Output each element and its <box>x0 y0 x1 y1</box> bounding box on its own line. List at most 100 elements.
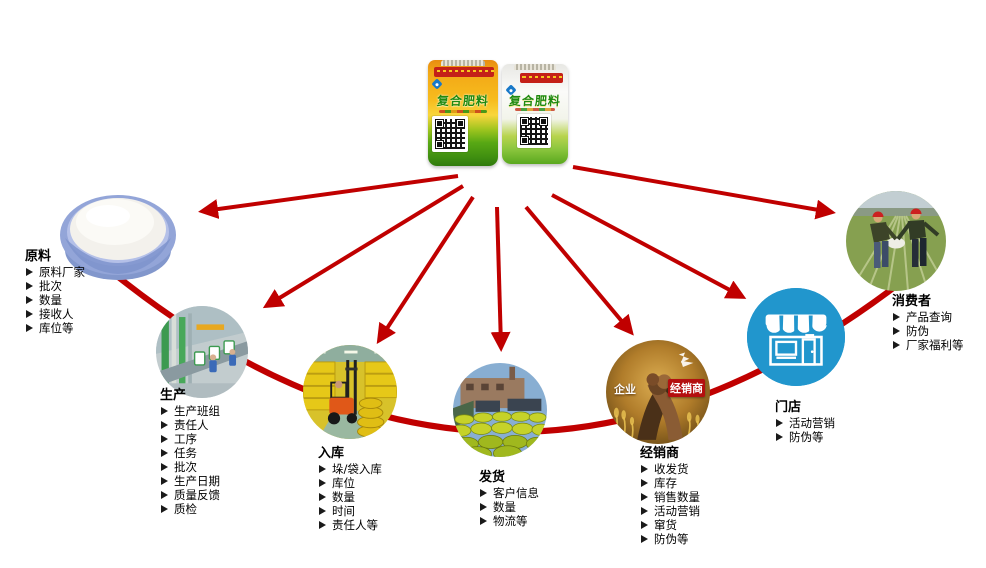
trace-item-label: 防伪等 <box>789 430 824 444</box>
arrowhead-bullet-icon <box>161 491 168 499</box>
arrow-to-production <box>262 184 465 309</box>
arrow-to-distributor <box>524 205 634 336</box>
trace-item: 活动营销 <box>775 416 890 430</box>
node-item-list: 垛/袋入库库位数量时间责任人等 <box>318 462 433 532</box>
node-header: 门店 <box>775 400 802 415</box>
trace-item-label: 库位 <box>332 476 355 490</box>
trace-item: 库位 <box>318 476 433 490</box>
node-store: 门店 活动营销防伪等 <box>775 400 890 444</box>
trace-item: 数量 <box>25 293 140 307</box>
arrowhead-bullet-icon <box>161 435 168 443</box>
arrowhead-bullet-icon <box>641 493 648 501</box>
bag-subtitle-strip <box>515 108 555 111</box>
node-header: 入库 <box>318 446 345 461</box>
trace-item: 生产班组 <box>160 404 280 418</box>
trace-item-label: 垛/袋入库 <box>332 462 382 476</box>
trace-item-label: 活动营销 <box>654 504 700 518</box>
fertilizer-bag-yellow: 复合肥料 <box>428 60 498 166</box>
arrowhead-bullet-icon <box>641 535 648 543</box>
trace-item-label: 活动营销 <box>789 416 835 430</box>
node-header: 生产 <box>160 388 187 403</box>
trace-item: 垛/袋入库 <box>318 462 433 476</box>
qr-code-icon <box>517 114 551 148</box>
store-photo <box>747 288 845 386</box>
trace-item: 责任人等 <box>318 518 433 532</box>
node-distributor: 经销商 收发货库存销售数量活动营销窜货防伪等 <box>640 446 755 546</box>
distributor-circle-right-label: 经销商 <box>668 379 705 397</box>
bag-crimp <box>513 64 557 70</box>
trace-item-label: 责任人 <box>174 418 209 432</box>
arrowhead-bullet-icon <box>480 517 487 525</box>
arrow-to-consumer <box>572 165 836 220</box>
trace-item-label: 数量 <box>332 490 355 504</box>
product-bags: 复合肥料 复合肥料 <box>426 56 572 168</box>
brand-diamond-icon <box>431 78 443 90</box>
trace-item-label: 质量反馈 <box>174 488 220 502</box>
arrowhead-bullet-icon <box>26 282 33 290</box>
trace-item-label: 产品查询 <box>906 310 952 324</box>
trace-item-label: 原料厂家 <box>39 265 85 279</box>
bag-subtitle-strip <box>439 110 487 113</box>
bag-title: 复合肥料 <box>436 94 490 108</box>
qr-finder-icon <box>435 119 444 128</box>
trace-item-label: 责任人等 <box>332 518 378 532</box>
qr-finder-icon <box>520 117 529 126</box>
trace-item: 客户信息 <box>479 486 589 500</box>
bag-crimp <box>440 60 486 66</box>
raw-material-photo <box>58 180 178 283</box>
bag-top-band <box>520 73 563 83</box>
arrow-to-store <box>551 193 747 299</box>
trace-item: 物流等 <box>479 514 589 528</box>
trace-item-label: 数量 <box>493 500 516 514</box>
node-item-list: 活动营销防伪等 <box>775 416 890 444</box>
trace-item-label: 窜货 <box>654 518 677 532</box>
trace-item-label: 生产日期 <box>174 474 220 488</box>
arrowhead-bullet-icon <box>161 463 168 471</box>
trace-item-label: 数量 <box>39 293 62 307</box>
trace-item-label: 防伪等 <box>654 532 689 546</box>
trace-item: 质量反馈 <box>160 488 280 502</box>
arrowhead-bullet-icon <box>161 505 168 513</box>
trace-item: 防伪等 <box>775 430 890 444</box>
trace-item: 数量 <box>318 490 433 504</box>
trace-item-label: 批次 <box>174 460 197 474</box>
arrowhead-bullet-icon <box>641 521 648 529</box>
arrow-to-warehousing <box>376 195 475 345</box>
arrowhead-bullet-icon <box>161 421 168 429</box>
node-shipping: 发货 客户信息数量物流等 <box>479 470 589 528</box>
arrowhead-bullet-icon <box>641 479 648 487</box>
bag-title: 复合肥料 <box>508 94 562 108</box>
bag-top-band <box>433 67 494 77</box>
trace-item: 批次 <box>160 460 280 474</box>
trace-item-label: 接收人 <box>39 307 74 321</box>
warehousing-photo <box>303 345 397 439</box>
shipping-photo <box>453 363 547 457</box>
arrowhead-bullet-icon <box>319 521 326 529</box>
node-item-list: 生产班组责任人工序任务批次生产日期质量反馈质检 <box>160 404 280 516</box>
trace-item: 产品查询 <box>892 310 986 324</box>
qr-finder-icon <box>435 140 444 149</box>
arrow-to-shipping <box>490 206 511 352</box>
trace-item-label: 销售数量 <box>654 490 700 504</box>
node-production: 生产 生产班组责任人工序任务批次生产日期质量反馈质检 <box>160 388 280 516</box>
trace-item-label: 批次 <box>39 279 62 293</box>
trace-item: 批次 <box>25 279 140 293</box>
node-header: 消费者 <box>892 294 932 309</box>
node-warehousing: 入库 垛/袋入库库位数量时间责任人等 <box>318 446 433 532</box>
trace-item: 数量 <box>479 500 589 514</box>
node-header: 原料 <box>25 249 52 264</box>
trace-item-label: 工序 <box>174 432 197 446</box>
qr-finder-icon <box>520 136 529 145</box>
arrowhead-bullet-icon <box>26 268 33 276</box>
trace-item: 厂家福利等 <box>892 338 986 352</box>
trace-item: 窜货 <box>640 518 755 532</box>
trace-item-label: 质检 <box>174 502 197 516</box>
trace-item: 时间 <box>318 504 433 518</box>
arrowhead-bullet-icon <box>893 313 900 321</box>
qr-finder-icon <box>456 119 465 128</box>
trace-item: 责任人 <box>160 418 280 432</box>
arrowhead-bullet-icon <box>319 493 326 501</box>
node-consumer: 消费者 产品查询防伪厂家福利等 <box>892 294 986 352</box>
trace-item-label: 库存 <box>654 476 677 490</box>
